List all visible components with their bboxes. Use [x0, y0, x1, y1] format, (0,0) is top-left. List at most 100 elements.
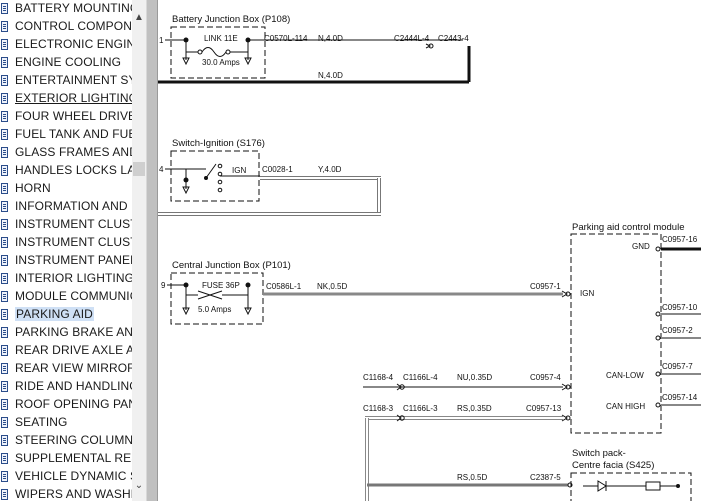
- scroll-down-icon[interactable]: ⌄: [134, 480, 144, 491]
- central-connector: C0586L-1: [266, 282, 302, 291]
- ignition-pin: 4: [159, 165, 164, 174]
- document-icon: [1, 39, 8, 50]
- wiring-diagram-svg: Battery Junction Box (P108) 1 LINK 11E 3…: [158, 14, 701, 501]
- document-icon: [1, 183, 8, 194]
- can-low-connector1: C1168-4: [363, 373, 394, 382]
- tree-item[interactable]: FUEL TANK AND FUEL: [0, 126, 132, 144]
- can-high-connector1: C1168-3: [363, 404, 394, 413]
- tree-item-label: SEATING: [15, 415, 68, 429]
- central-fuse-rating: 5.0 Amps: [198, 305, 231, 314]
- tree-item[interactable]: ELECTRONIC ENGINE: [0, 36, 132, 54]
- document-icon: [1, 165, 8, 176]
- tree-item[interactable]: PARKING BRAKE AND: [0, 324, 132, 342]
- can-low-connector3: C0957-4: [530, 373, 561, 382]
- tree-item-label: FOUR WHEEL DRIVE: [15, 109, 132, 123]
- can-high-wire: RS,0.35D: [457, 404, 492, 413]
- tree-item-label: REAR VIEW MIRRORS: [15, 361, 132, 375]
- tree-item-label: CONTROL COMPONENTS: [15, 19, 132, 33]
- tree-item-label: INTERIOR LIGHTING: [15, 271, 132, 285]
- tree-item[interactable]: SEATING: [0, 414, 132, 432]
- tree-item[interactable]: ROOF OPENING PANEL: [0, 396, 132, 414]
- ignition-wire: Y,4.0D: [318, 165, 342, 174]
- document-icon: [1, 219, 8, 230]
- tree-item[interactable]: HORN: [0, 180, 132, 198]
- tree-item[interactable]: WIPERS AND WASHERS: [0, 486, 132, 501]
- scrollbar-thumb[interactable]: [133, 162, 145, 176]
- tree-item[interactable]: INFORMATION AND: [0, 198, 132, 216]
- fuse-icon: [186, 290, 248, 300]
- pane-splitter[interactable]: [146, 0, 158, 501]
- module-can-high: CAN HIGH: [606, 402, 645, 411]
- tree-item[interactable]: MODULE COMMUNICATIONS: [0, 288, 132, 306]
- tree-item[interactable]: PARKING AID: [0, 306, 132, 324]
- tree-item[interactable]: ENGINE COOLING: [0, 54, 132, 72]
- module-pin: C0957-10: [662, 303, 698, 312]
- tree-item[interactable]: REAR VIEW MIRRORS: [0, 360, 132, 378]
- document-icon: [1, 129, 8, 140]
- tree-item[interactable]: INSTRUMENT CLUSTER: [0, 234, 132, 252]
- document-icon: [1, 93, 8, 104]
- document-icon: [1, 201, 8, 212]
- battery-wire: N,4.0D: [318, 34, 343, 43]
- tree-item[interactable]: BATTERY MOUNTING: [0, 0, 132, 18]
- tree-item-label: HANDLES LOCKS LATCHES: [15, 163, 132, 177]
- ignition-title: Switch-Ignition (S176): [172, 138, 265, 149]
- switch-pack-wire: RS,0.5D: [457, 473, 487, 482]
- central-connector2: C0957-1: [530, 282, 561, 291]
- tree-item-label: MODULE COMMUNICATIONS: [15, 289, 132, 303]
- resistor-icon: [645, 481, 661, 491]
- tree-item-label: VEHICLE DYNAMIC SYSTEMS: [15, 469, 132, 483]
- tree-item-label: PARKING AID: [15, 307, 94, 321]
- scroll-up-icon[interactable]: ▲: [134, 12, 144, 23]
- tree-item[interactable]: INSTRUMENT PANEL: [0, 252, 132, 270]
- can-low-wire: NU,0.35D: [457, 373, 492, 382]
- tree-item[interactable]: SUPPLEMENTAL RESTRAINT: [0, 450, 132, 468]
- battery-box-frame: [170, 26, 266, 79]
- battery-connector3: C2443-4: [438, 34, 469, 43]
- document-icon: [1, 309, 8, 320]
- battery-box-pin: 1: [159, 36, 164, 45]
- tree-item-label: EXTERIOR LIGHTING: [15, 91, 132, 105]
- can-high-connector2: C1166L-3: [403, 404, 438, 413]
- tree-item[interactable]: FOUR WHEEL DRIVE: [0, 108, 132, 126]
- switch-pack-frame: [570, 472, 692, 501]
- tree-item[interactable]: EXTERIOR LIGHTING: [0, 90, 132, 108]
- wiring-diagram: Battery Junction Box (P108) 1 LINK 11E 3…: [158, 0, 701, 501]
- module-pin: C0957-2: [662, 326, 693, 335]
- battery-link-rating: 30.0 Amps: [202, 58, 240, 67]
- tree-item-label: RIDE AND HANDLING: [15, 379, 132, 393]
- tree-item[interactable]: HANDLES LOCKS LATCHES: [0, 162, 132, 180]
- tree-item[interactable]: INTERIOR LIGHTING: [0, 270, 132, 288]
- document-icon: [1, 3, 8, 14]
- battery-link-label: LINK 11E: [204, 34, 238, 43]
- tree-item[interactable]: REAR DRIVE AXLE AND: [0, 342, 132, 360]
- tree-item-label: PARKING BRAKE AND: [15, 325, 132, 339]
- tree-item[interactable]: VEHICLE DYNAMIC SYSTEMS: [0, 468, 132, 486]
- document-icon: [1, 453, 8, 464]
- central-box-frame: [170, 272, 264, 325]
- tree-item-label: INSTRUMENT PANEL: [15, 253, 132, 267]
- tree-item[interactable]: GLASS FRAMES AND: [0, 144, 132, 162]
- document-icon: [1, 489, 8, 500]
- tree-item[interactable]: CONTROL COMPONENTS: [0, 18, 132, 36]
- sidebar-scrollbar[interactable]: ▲ ⌄: [132, 0, 146, 501]
- tree-item-label: ENGINE COOLING: [15, 55, 122, 69]
- switch-pack-title1: Switch pack-: [572, 448, 626, 459]
- document-icon: [1, 327, 8, 338]
- document-icon: [1, 291, 8, 302]
- tree-item-label: REAR DRIVE AXLE AND: [15, 343, 132, 357]
- can-low-connector2: C1166L-4: [403, 373, 438, 382]
- tree-item[interactable]: RIDE AND HANDLING: [0, 378, 132, 396]
- document-icon: [1, 273, 8, 284]
- tree-item-label: SUPPLEMENTAL RESTRAINT: [15, 451, 132, 465]
- module-frame: [570, 233, 662, 434]
- document-icon: [1, 75, 8, 86]
- module-pin: C0957-14: [662, 393, 698, 402]
- tree-item[interactable]: ENTERTAINMENT SYSTEMS: [0, 72, 132, 90]
- central-wire: NK,0.5D: [317, 282, 347, 291]
- document-icon: [1, 399, 8, 410]
- tree-item[interactable]: INSTRUMENT CLUSTER: [0, 216, 132, 234]
- module-pin: C0957-7: [662, 362, 693, 371]
- tree-item[interactable]: STEERING COLUMN: [0, 432, 132, 450]
- battery-connector: C0570L-114: [264, 34, 308, 43]
